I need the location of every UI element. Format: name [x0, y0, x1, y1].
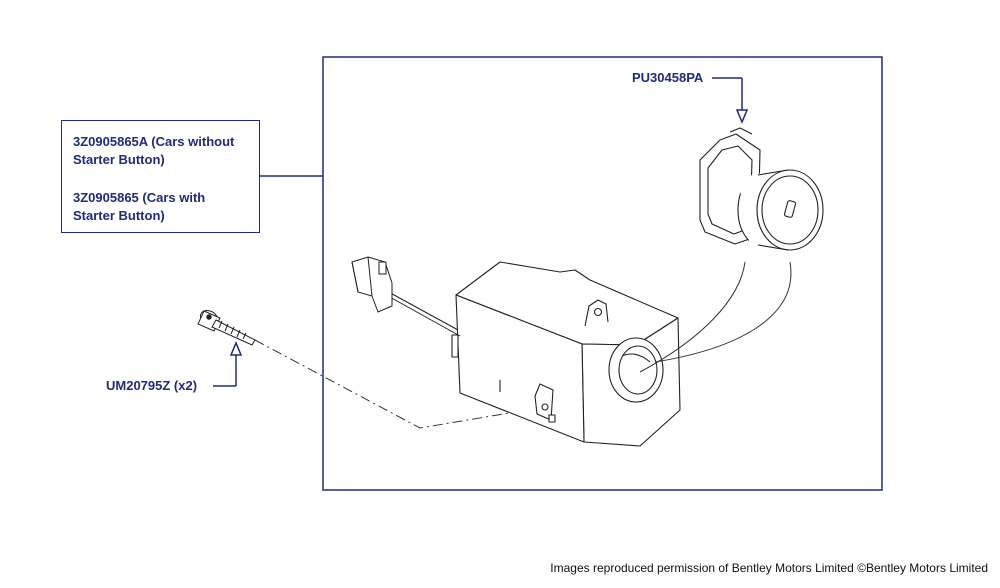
barrel-part-number[interactable]: PU30458PA — [632, 70, 704, 85]
harness-connector-part — [351, 256, 461, 337]
housing-callout-box: 3Z0905865A (Cars without Starter Button)… — [61, 120, 260, 233]
housing-part-label-1[interactable]: 3Z0905865A (Cars without — [73, 134, 235, 149]
housing-part-label-2: Starter Button) — [73, 152, 165, 167]
copyright-credit: Images reproduced permission of Bentley … — [550, 561, 988, 575]
screw-part-number[interactable]: UM20795Z (x2) — [106, 378, 198, 393]
lock-housing-part — [451, 261, 681, 447]
housing-part-label-3[interactable]: 3Z0905865 (Cars with — [73, 190, 206, 205]
screw-leader — [213, 341, 243, 387]
assembly-axis-line — [254, 339, 546, 429]
screw-part — [197, 309, 256, 346]
lock-barrel-part — [699, 127, 824, 258]
barrel-leader — [712, 77, 749, 124]
housing-part-label-4: Starter Button) — [73, 208, 165, 223]
installation-guide-lines — [639, 261, 792, 373]
diagram-frame — [322, 56, 883, 491]
